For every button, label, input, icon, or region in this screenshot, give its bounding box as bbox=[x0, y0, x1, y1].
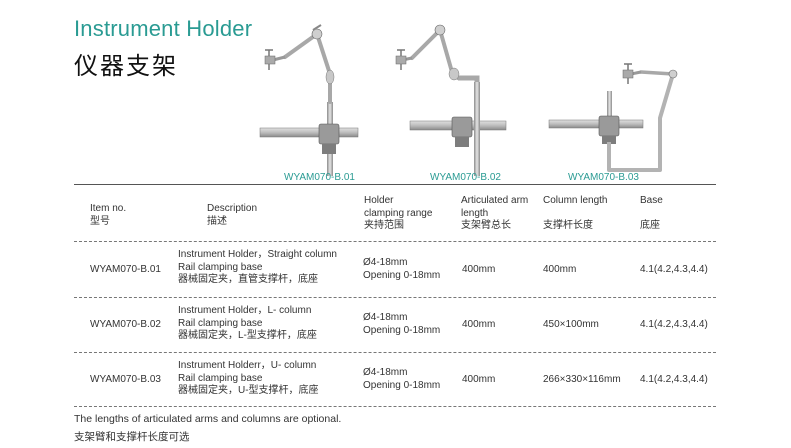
header-arm: Articulated arm length 支架臂总长 bbox=[461, 195, 529, 231]
figure-caption-b02: WYAM070-B.02 bbox=[430, 172, 501, 183]
row1-holder: Ø4-18mm Opening 0-18mm bbox=[363, 257, 441, 281]
header-holder: Holder clamping range 夹持范围 bbox=[364, 195, 433, 231]
header-description: Description 描述 bbox=[207, 203, 258, 227]
row3-holder: Ø4-18mm Opening 0-18mm bbox=[363, 367, 441, 391]
row2-base: 4.1(4.2,4.3,4.4) bbox=[640, 319, 708, 330]
table-bottom-rule bbox=[74, 406, 716, 407]
row1-description: Instrument Holder，Straight column Rail c… bbox=[178, 249, 337, 285]
page-title-cn: 仪器支架 bbox=[74, 53, 178, 80]
row2-arm: 400mm bbox=[462, 319, 496, 330]
row1-arm: 400mm bbox=[462, 264, 496, 275]
header-divider bbox=[74, 241, 716, 242]
row1-column: 400mm bbox=[543, 264, 577, 275]
page-title-en: Instrument Holder bbox=[74, 16, 253, 41]
figure-caption-b01: WYAM070-B.01 bbox=[284, 172, 355, 183]
footnote-cn: 支架臂和支撑杆长度可选 bbox=[74, 431, 190, 443]
row2-divider bbox=[74, 352, 716, 353]
straight-column-holder-image bbox=[259, 24, 359, 176]
row1-item: WYAM070-B.01 bbox=[90, 264, 161, 275]
row1-divider bbox=[74, 297, 716, 298]
header-column: Column length 支撑杆长度 bbox=[543, 195, 608, 231]
row3-column: 266×330×116mm bbox=[543, 374, 621, 385]
row2-description: Instrument Holder，L- column Rail clampin… bbox=[178, 305, 317, 341]
l-column-holder-image bbox=[395, 24, 507, 176]
figure-caption-b03: WYAM070-B.03 bbox=[568, 172, 639, 183]
row3-arm: 400mm bbox=[462, 374, 496, 385]
row2-column: 450×100mm bbox=[543, 319, 599, 330]
table-top-rule bbox=[74, 184, 716, 185]
row3-item: WYAM070-B.03 bbox=[90, 374, 161, 385]
u-column-holder-image bbox=[548, 63, 678, 172]
row2-holder: Ø4-18mm Opening 0-18mm bbox=[363, 312, 441, 336]
header-item: Item no. 型号 bbox=[90, 203, 127, 227]
row3-base: 4.1(4.2,4.3,4.4) bbox=[640, 374, 708, 385]
footnote-en: The lengths of articulated arms and colu… bbox=[74, 413, 342, 425]
row1-base: 4.1(4.2,4.3,4.4) bbox=[640, 264, 708, 275]
row2-item: WYAM070-B.02 bbox=[90, 319, 161, 330]
header-base: Base 底座 bbox=[640, 195, 663, 231]
row3-description: Instrument Holderr，U- column Rail clampi… bbox=[178, 360, 319, 396]
